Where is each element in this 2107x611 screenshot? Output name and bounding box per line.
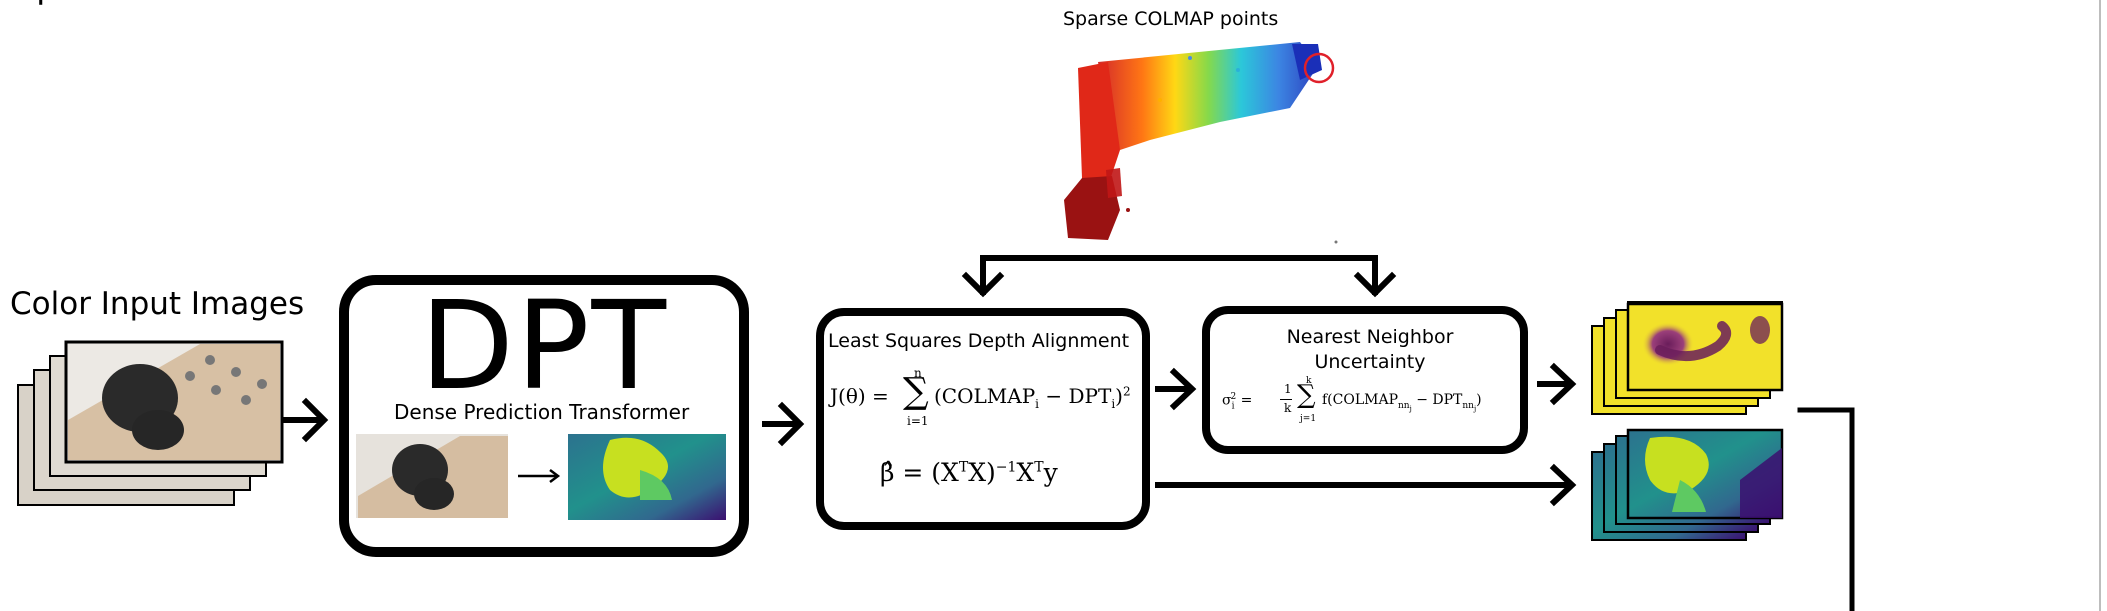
input-images-title: Color Input Images [10,286,305,322]
arrow-lsq-to-nn [1155,367,1197,411]
nn-equation: σi2 = 1 k k ∑ j=1 f(COLMAPnnj − DPTnnj) [1222,376,1482,424]
dpt-box [339,275,749,557]
eq1-sum-bottom: i=1 [907,414,929,428]
eq1-body: (COLMAPi − DPTi)2 [934,384,1131,411]
colmap-point-cloud [1064,42,1338,244]
eq1-sum-top: n [914,366,922,380]
dpt-acronym: DPT [420,275,669,417]
nn-sum-bottom: j=1 [1300,414,1317,424]
nn-sigma-sum: ∑ [1297,380,1316,410]
eq1-sigma: ∑ [903,371,929,412]
dpt-input-thumbnail [356,434,508,518]
dpt-depth-thumbnail [568,434,726,520]
depth-map-stack [1591,428,1784,541]
arrow-input-to-dpt [282,397,329,443]
input-image-stack [17,340,284,506]
nn-sum-top: k [1306,376,1312,386]
dpt-subtitle: Dense Prediction Transformer [394,400,690,424]
lsq-equation-2: β̂ = (XTX)−1XTy [880,458,1058,487]
uncertainty-map-front [1626,302,1784,392]
arrow-nn-to-uncertainty [1537,362,1577,406]
nn-frac-num: 1 [1284,382,1292,396]
colmap-split-arrows [961,255,1397,298]
depth-map-front [1626,428,1784,520]
lsq-equation-1: J(θ) = n ∑ i=1 (COLMAPi − DPTi)2 [830,366,1140,430]
eq1-lhs: J(θ) = [830,384,889,408]
dpt-inner-arrow [518,469,561,483]
highlight-circle [1303,52,1335,84]
nn-title-line2: Uncertainty [1314,351,1426,373]
nn-box [1202,306,1528,454]
arrow-lsq-to-depth [1155,463,1577,507]
colmap-title: Sparse COLMAP points [1063,8,1279,30]
nn-title-line1: Nearest Neighbor [1286,326,1454,348]
input-image-front [64,340,284,464]
top-left-fragment: l [36,0,45,14]
output-connector [1797,407,1855,611]
arrow-dpt-to-lsq [762,401,805,447]
uncertainty-map-stack [1591,301,1784,415]
nn-frac-bar [1280,399,1292,400]
nn-title: Nearest Neighbor Uncertainty [1210,325,1530,375]
lsq-box [816,308,1150,530]
lsq-title: Least Squares Depth Alignment [828,330,1130,352]
nn-frac-den: k [1284,401,1292,415]
